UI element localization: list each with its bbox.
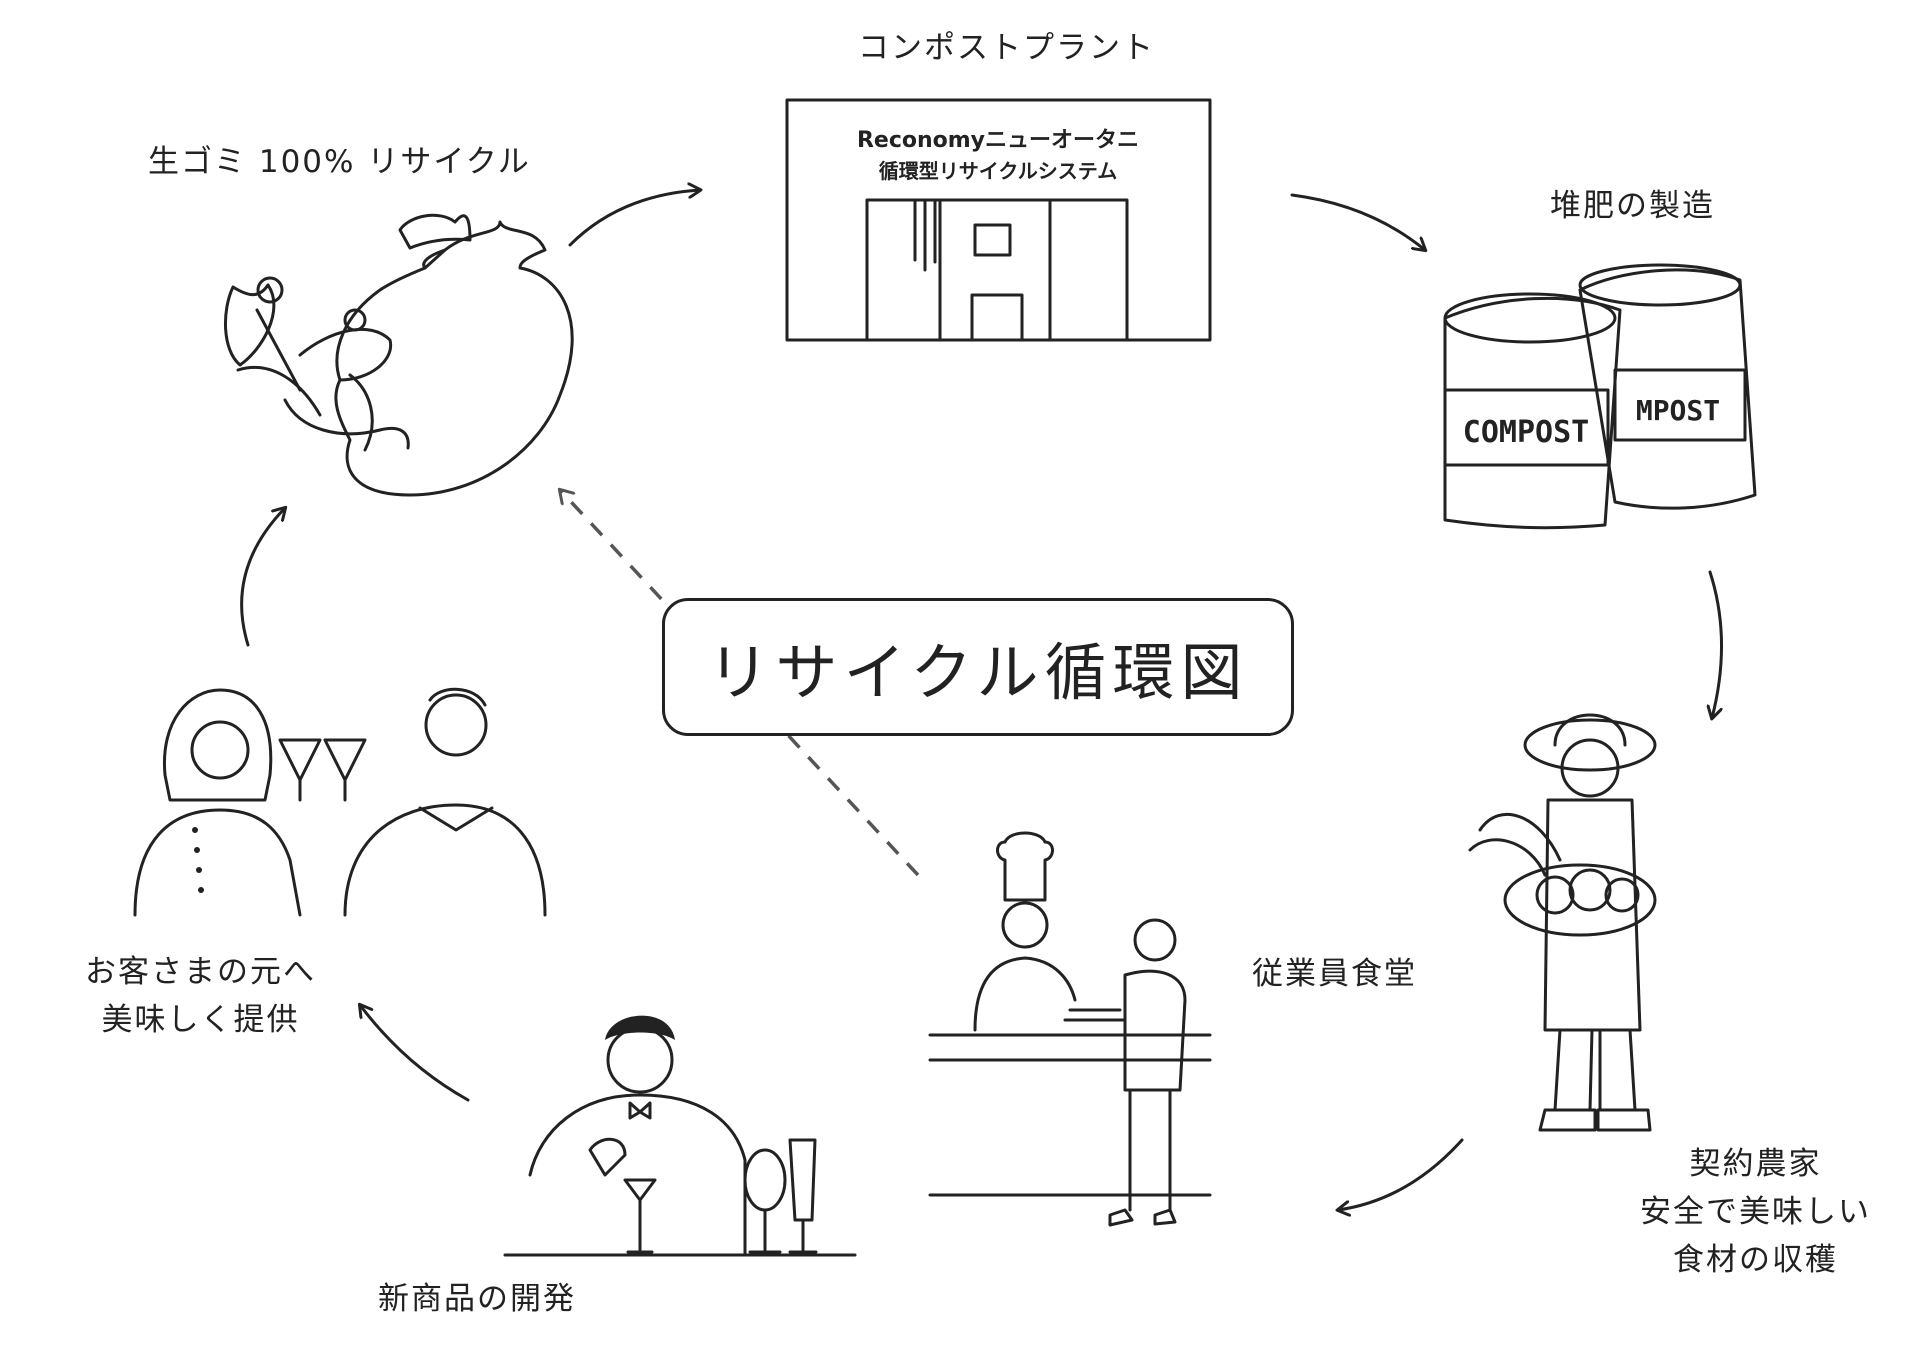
plant-sign-line-2: 循環型リサイクルシステム [879,159,1117,183]
arrow-customers-to-garbage [240,508,285,647]
label-new-products: 新商品の開発 [378,1281,576,1317]
arrow-garbage-to-plant [568,190,700,247]
label-customers-line-2: 美味しく提供 [101,1002,300,1039]
customers-toasting-icon [133,687,547,917]
label-farmer-line-1: 契約農家 [1689,1146,1822,1182]
label-customers: お客さまの元へ 美味しく提供 [85,948,316,1044]
label-customers-line-1: お客さまの元へ [85,954,316,990]
label-compost-making: 堆肥の製造 [1550,188,1715,224]
diagram-title: リサイクル循環図 [707,636,1249,709]
farmer-icon [1468,713,1657,1132]
plant-sign-line-1: Reconomyニューオータニ [857,128,1139,153]
label-farmer-line-2: 安全で美味しい [1640,1194,1871,1231]
label-raw-garbage: 生ゴミ 100% リサイクル [148,144,531,180]
arrow-plant-to-compost [1290,193,1425,250]
compost-plant-building-icon: Reconomyニューオータニ 循環型リサイクルシステム [785,98,1212,342]
chef-and-staff-icon [928,831,1212,1227]
label-farmer-line-3: 食材の収穫 [1673,1242,1838,1279]
title-box: リサイクル循環図 [662,598,1294,736]
label-cafeteria: 従業員食堂 [1252,956,1417,992]
label-compost-plant: コンポストプラント [858,30,1155,66]
compost-bags-icon: COMPOST MPOST [1443,263,1757,530]
compost-bag-label-back: MPOST [1636,394,1720,427]
compost-bag-label-front: COMPOST [1463,415,1589,450]
bartender-icon [503,1015,857,1257]
arrow-compost-to-farmer [1710,570,1724,718]
arrow-farmer-to-kitchen [1338,1138,1464,1210]
garbage-bag-icon [224,213,574,497]
label-farmer: 契約農家 安全で美味しい 食材の収穫 [1640,1140,1871,1284]
arrow-bartender-to-customers [360,1005,470,1102]
